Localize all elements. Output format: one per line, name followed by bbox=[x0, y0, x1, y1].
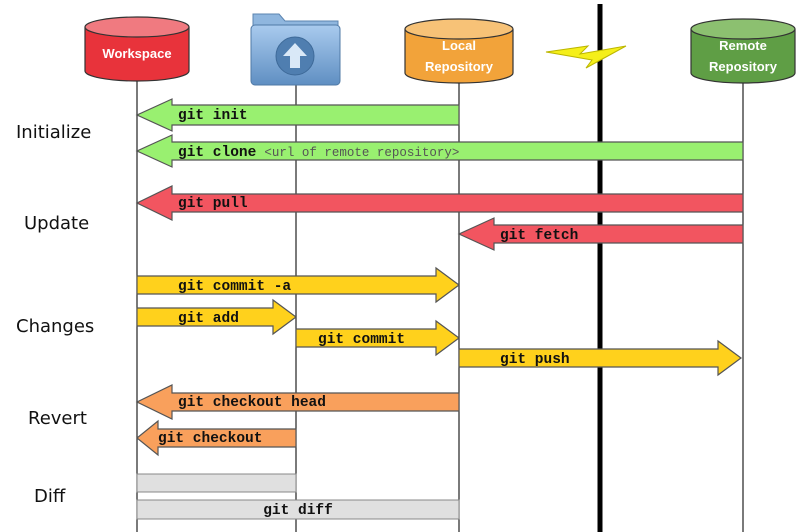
section-changes: Changes bbox=[16, 316, 94, 337]
git-commit-label: git commit bbox=[318, 332, 405, 348]
git-commit-a-arrow: git commit -a bbox=[136, 266, 461, 304]
git-diff-bar: git diff bbox=[136, 499, 460, 520]
git-clone-label: git clone<url of remote repository> bbox=[178, 145, 459, 161]
git-diff-label: git diff bbox=[263, 503, 333, 519]
git-checkout-head-label: git checkout head bbox=[178, 395, 326, 411]
git-push-label: git push bbox=[500, 352, 570, 368]
git-add-label: git add bbox=[178, 311, 239, 327]
up-arrow-icon bbox=[283, 43, 307, 68]
remote-repository-node: Remote Repository bbox=[690, 18, 796, 84]
local-repository-node: Local Repository bbox=[404, 18, 514, 84]
git-commit-arrow: git commit bbox=[295, 319, 461, 357]
local-repository-label-line2: Repository bbox=[425, 59, 494, 74]
workspace-label: Workspace bbox=[102, 46, 171, 61]
git-push-arrow: git push bbox=[458, 339, 743, 377]
git-pull-arrow: git pull bbox=[135, 185, 744, 221]
local-repository-label-line1: Local bbox=[442, 38, 476, 53]
git-fetch-label: git fetch bbox=[500, 228, 578, 244]
section-update: Update bbox=[24, 213, 89, 234]
git-init-label: git init bbox=[178, 108, 248, 124]
remote-repository-label-line1: Remote bbox=[719, 38, 767, 53]
section-diff: Diff bbox=[34, 486, 66, 507]
section-initialize: Initialize bbox=[16, 122, 91, 143]
git-checkout-label: git checkout bbox=[158, 431, 262, 447]
git-commit-a-label: git commit -a bbox=[178, 279, 291, 295]
folder-icon bbox=[250, 13, 341, 86]
git-checkout-arrow: git checkout bbox=[136, 419, 297, 457]
git-init-arrow: git init bbox=[135, 98, 460, 132]
remote-repository-label-line2: Repository bbox=[709, 59, 778, 74]
workspace-node: Workspace bbox=[84, 16, 190, 82]
git-add-arrow: git add bbox=[136, 298, 298, 336]
git-fetch-arrow: git fetch bbox=[457, 217, 744, 251]
diff-workspace-index-bar bbox=[136, 473, 297, 493]
git-clone-arrow: git clone<url of remote repository> bbox=[135, 134, 744, 168]
git-pull-label: git pull bbox=[178, 196, 248, 212]
lightning-bolt-icon bbox=[545, 45, 627, 69]
section-revert: Revert bbox=[28, 408, 87, 429]
git-checkout-head-arrow: git checkout head bbox=[135, 384, 460, 420]
